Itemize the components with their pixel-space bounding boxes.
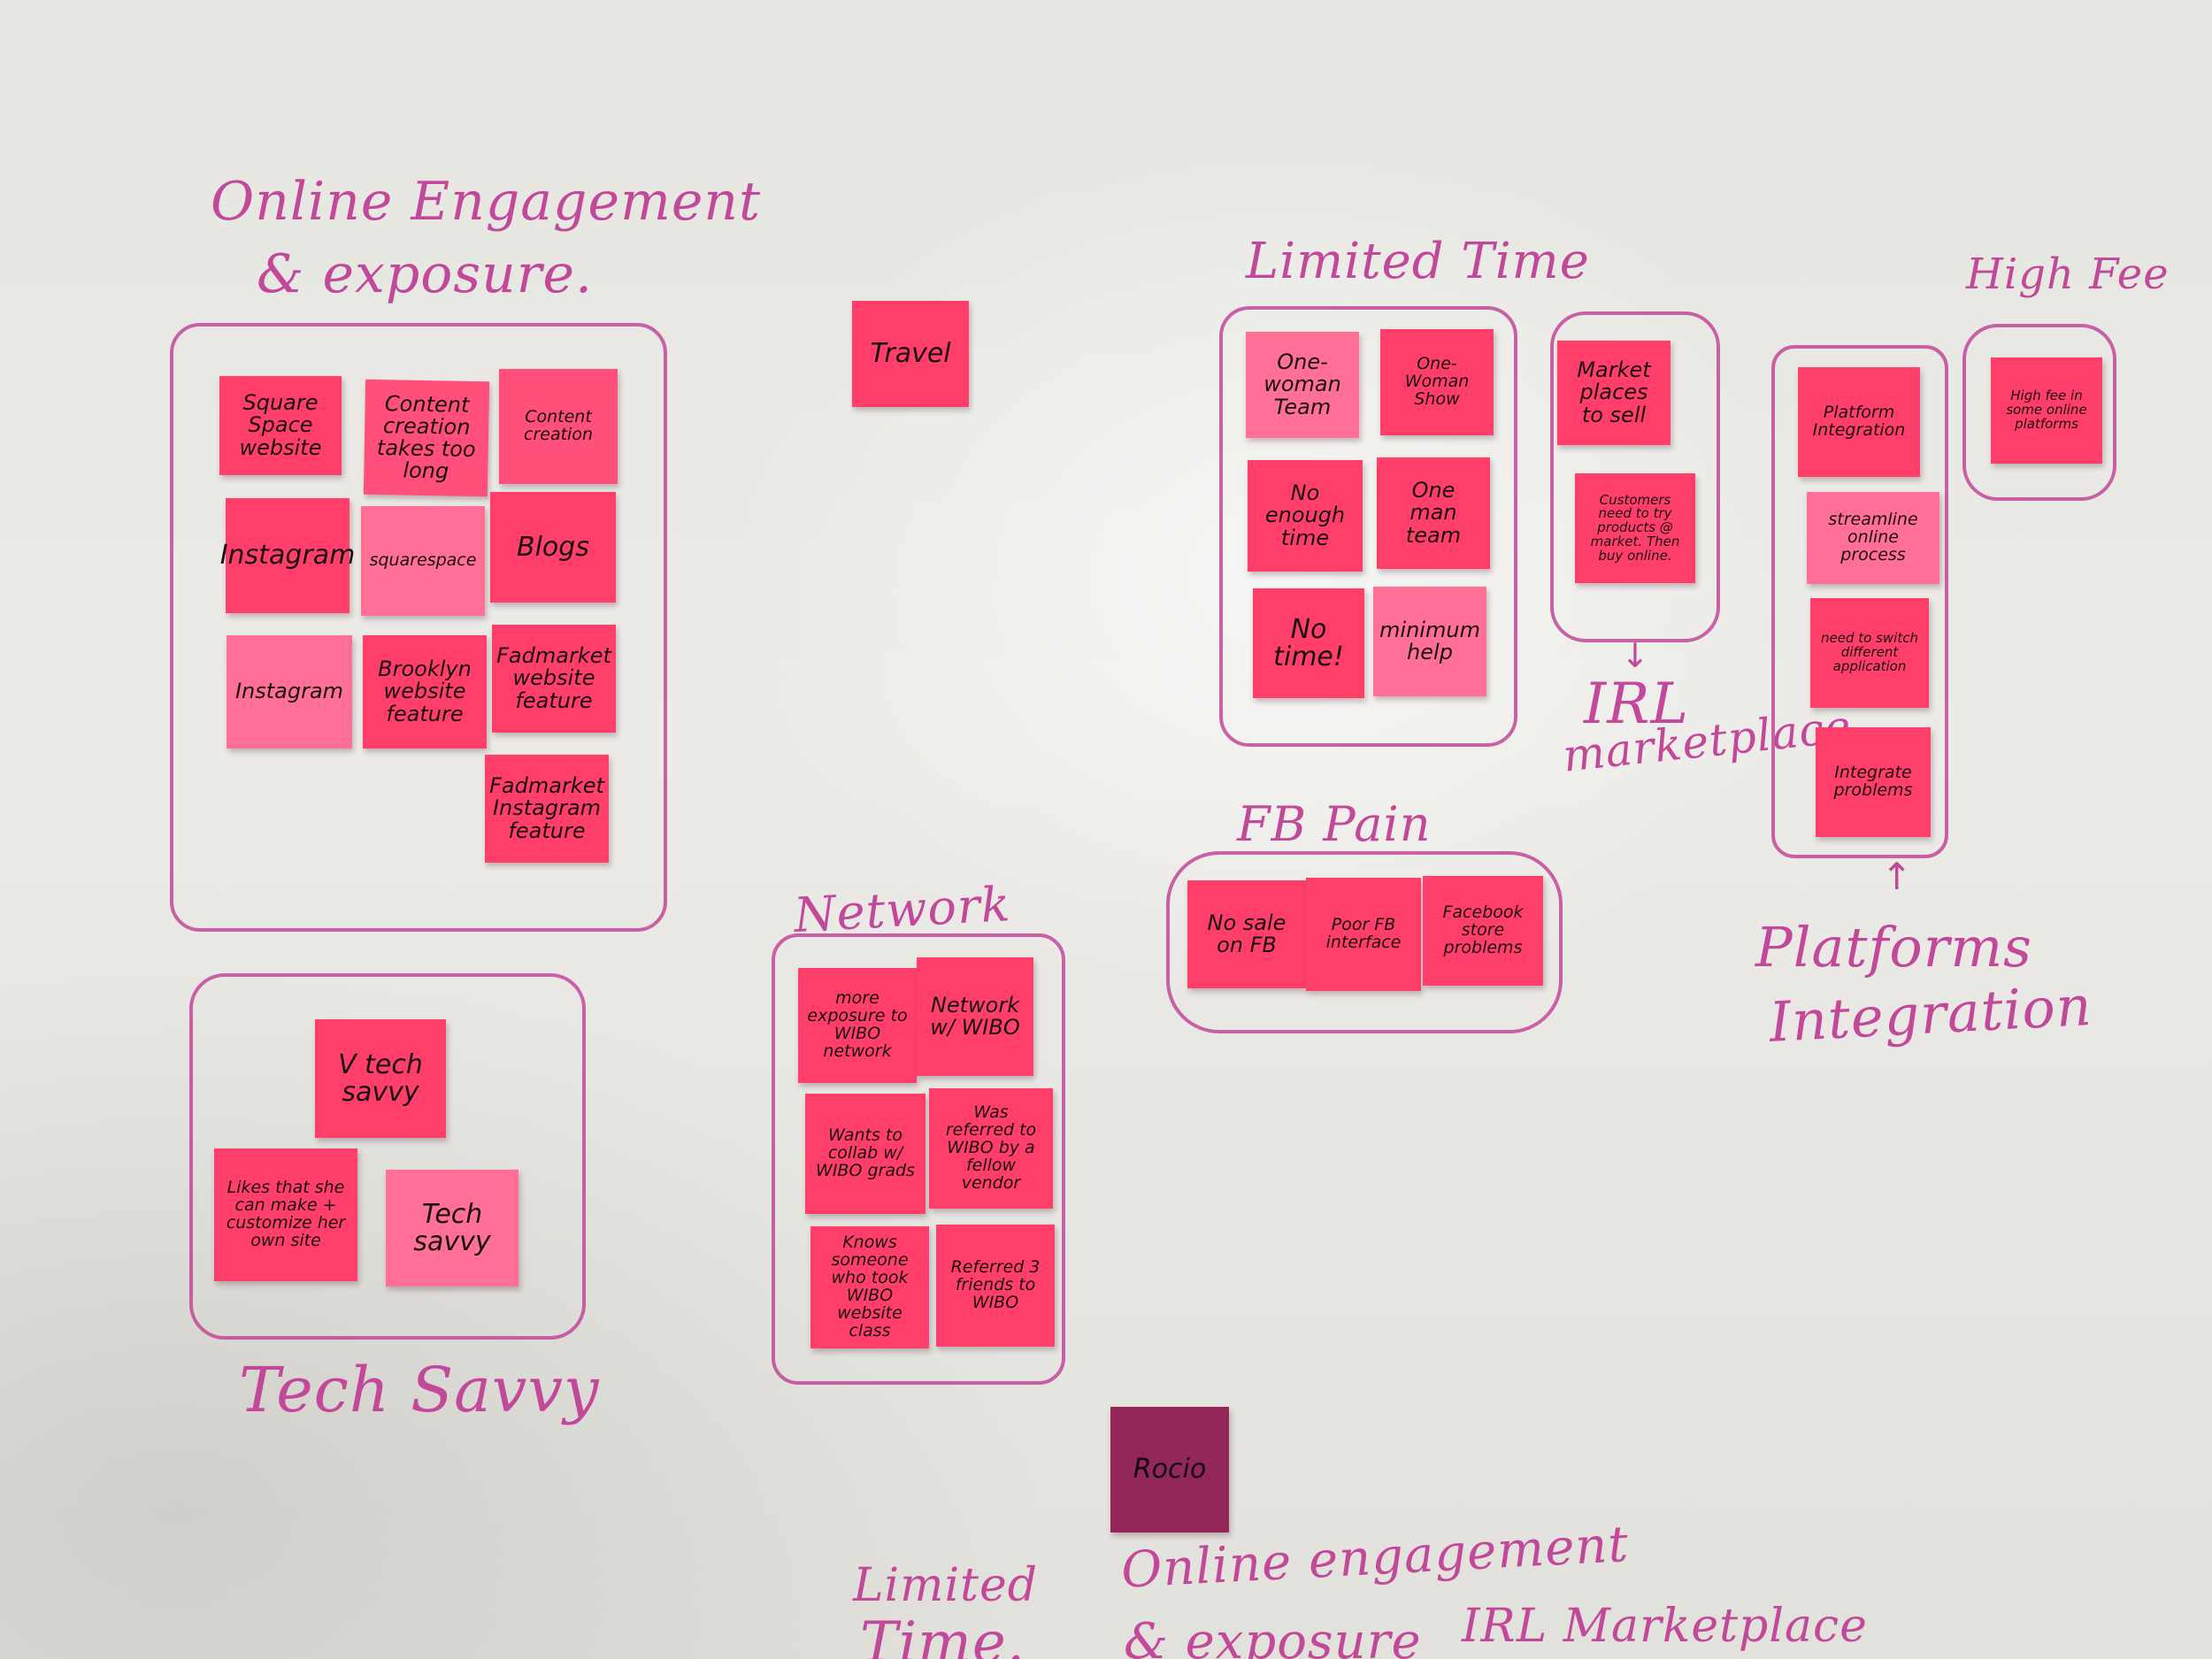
sticky-note: Tech savvy	[386, 1170, 518, 1286]
label-bottom-exposure: & exposure	[1124, 1613, 1422, 1659]
label-platforms: Platforms	[1755, 915, 2032, 979]
label-tech-savvy: Tech Savvy	[239, 1354, 600, 1426]
sticky-note: more exposure to WIBO network	[798, 968, 917, 1083]
sticky-note: Knows someone who took WIBO website clas…	[810, 1226, 929, 1348]
sticky-note: Blogs	[490, 492, 616, 603]
sticky-note: squarespace	[361, 506, 485, 616]
sticky-note: Square Space website	[219, 376, 342, 475]
fb-pain-outline	[1166, 851, 1563, 1033]
limited-time-outline	[1219, 306, 1517, 747]
sticky-note: Customers need to try products @ market.…	[1575, 473, 1695, 583]
label-online-engagement: Online Engagement	[211, 171, 762, 233]
sticky-note: Travel	[852, 301, 969, 407]
label-fb-pain: FB Pain	[1237, 796, 1432, 852]
sticky-note: Wants to collab w/ WIBO grads	[805, 1094, 926, 1214]
sticky-note: Content creation takes too long	[363, 379, 490, 497]
irl-outline	[1550, 311, 1720, 642]
sticky-note: Fadmarket Instagram feature	[485, 755, 609, 863]
sticky-note: One-Woman Show	[1380, 329, 1494, 435]
arrow-up-icon: ↑	[1881, 855, 1913, 898]
sticky-note: Referred 3 friends to WIBO	[936, 1225, 1055, 1347]
sticky-note: One-woman Team	[1246, 332, 1359, 438]
label-bottom-limited: Limited	[853, 1559, 1039, 1612]
sticky-note: Instagram	[227, 635, 352, 749]
platforms-outline	[1771, 345, 1948, 858]
sticky-note: Market places to sell	[1557, 341, 1671, 445]
sticky-note: Brooklyn website feature	[363, 635, 487, 749]
label-integration: Integration	[1767, 972, 2094, 1055]
label-bottom-time: Time.	[860, 1610, 1026, 1659]
sticky-note: No enough time	[1248, 460, 1363, 572]
sticky-note: High fee in some online platforms	[1991, 357, 2102, 464]
sticky-note: Network w/ WIBO	[917, 957, 1033, 1076]
label-network: Network	[792, 876, 1012, 943]
label-high-fee: High Fee	[1966, 250, 2170, 299]
sticky-note: Likes that she can make + customize her …	[214, 1148, 357, 1281]
sticky-note: One man team	[1377, 457, 1490, 569]
sticky-note: Integrate problems	[1816, 727, 1931, 837]
arrow-down-icon: ↓	[1621, 636, 1649, 675]
online-engagement-outline	[170, 323, 667, 932]
label-irl: IRL	[1584, 672, 1689, 737]
sticky-note: Fadmarket website feature	[492, 625, 616, 733]
sticky-note: Content creation	[499, 369, 618, 484]
sticky-note: streamline online process	[1807, 492, 1939, 584]
sticky-note: No time!	[1253, 588, 1364, 698]
sticky-note: need to switch different application	[1810, 598, 1929, 708]
label-and-exposure: & exposure.	[257, 243, 594, 305]
tech-savvy-outline	[189, 973, 586, 1340]
sticky-note: Facebook store problems	[1423, 876, 1543, 986]
network-outline	[772, 933, 1065, 1385]
sticky-note: Was referred to WIBO by a fellow vendor	[929, 1088, 1053, 1209]
sticky-note: Poor FB interface	[1306, 878, 1421, 991]
sticky-note: minimum help	[1373, 587, 1486, 696]
label-bottom-irl: IRL Marketplace	[1462, 1600, 1868, 1653]
high-fee-outline	[1962, 324, 2116, 501]
sticky-note: Rocio	[1110, 1407, 1229, 1532]
sticky-note: Platform Integration	[1798, 367, 1920, 477]
label-limited-time: Limited Time	[1246, 233, 1590, 290]
sticky-note: V tech savvy	[315, 1019, 446, 1138]
sticky-note: No sale on FB	[1187, 880, 1306, 988]
sticky-note: Instagram	[220, 498, 355, 613]
